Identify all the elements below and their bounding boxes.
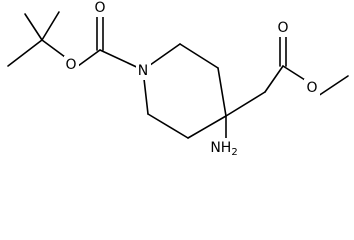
amine-label: NH2 — [210, 140, 237, 158]
ester-ether-oxygen-atom: O — [304, 79, 320, 97]
atom-label-o: O — [306, 80, 317, 96]
bond-carbonyl-to-nitrogen — [99, 49, 144, 71]
amine-subscript-text: 2 — [231, 147, 237, 158]
amine-group-atom: NH2 — [210, 138, 248, 158]
atom-label-o: O — [65, 57, 76, 73]
bond-ring-right-top — [217, 67, 227, 117]
bond-ring-bottom — [147, 113, 189, 139]
bond-ring-right-bottom — [187, 115, 227, 139]
bond-quaternary-to-methylene — [225, 91, 266, 117]
atom-label-o: O — [277, 20, 288, 36]
carbamate-ether-oxygen-atom: O — [64, 56, 79, 74]
bond-ether-oxygen-to-methyl — [317, 75, 349, 97]
bond-ring-top — [179, 43, 219, 69]
atom-label-n: N — [138, 63, 148, 79]
bond-lines — [7, 11, 349, 139]
bond-carbonyl-to-ether-oxygen — [282, 65, 306, 81]
ring-nitrogen-atom: N — [136, 62, 151, 80]
bond-tbu-methyl-right — [41, 11, 60, 41]
bond-oxygen-to-carbonyl — [77, 49, 101, 67]
bond-methylene-to-carbonyl — [264, 65, 284, 93]
amine-nh-text: NH — [210, 140, 231, 156]
bond-tbu-methyl-top — [24, 13, 43, 41]
bond-tbu-to-oxygen — [41, 39, 66, 58]
bond-tbu-methyl-left — [7, 39, 43, 67]
atom-labels: O O N O O NH2 — [64, 0, 320, 158]
ester-carbonyl-oxygen-atom: O — [276, 20, 291, 37]
chemical-structure-diagram: O O N O O NH2 — [7, 0, 349, 158]
carbamate-carbonyl-oxygen-atom: O — [93, 0, 108, 17]
atom-label-o: O — [94, 0, 105, 16]
